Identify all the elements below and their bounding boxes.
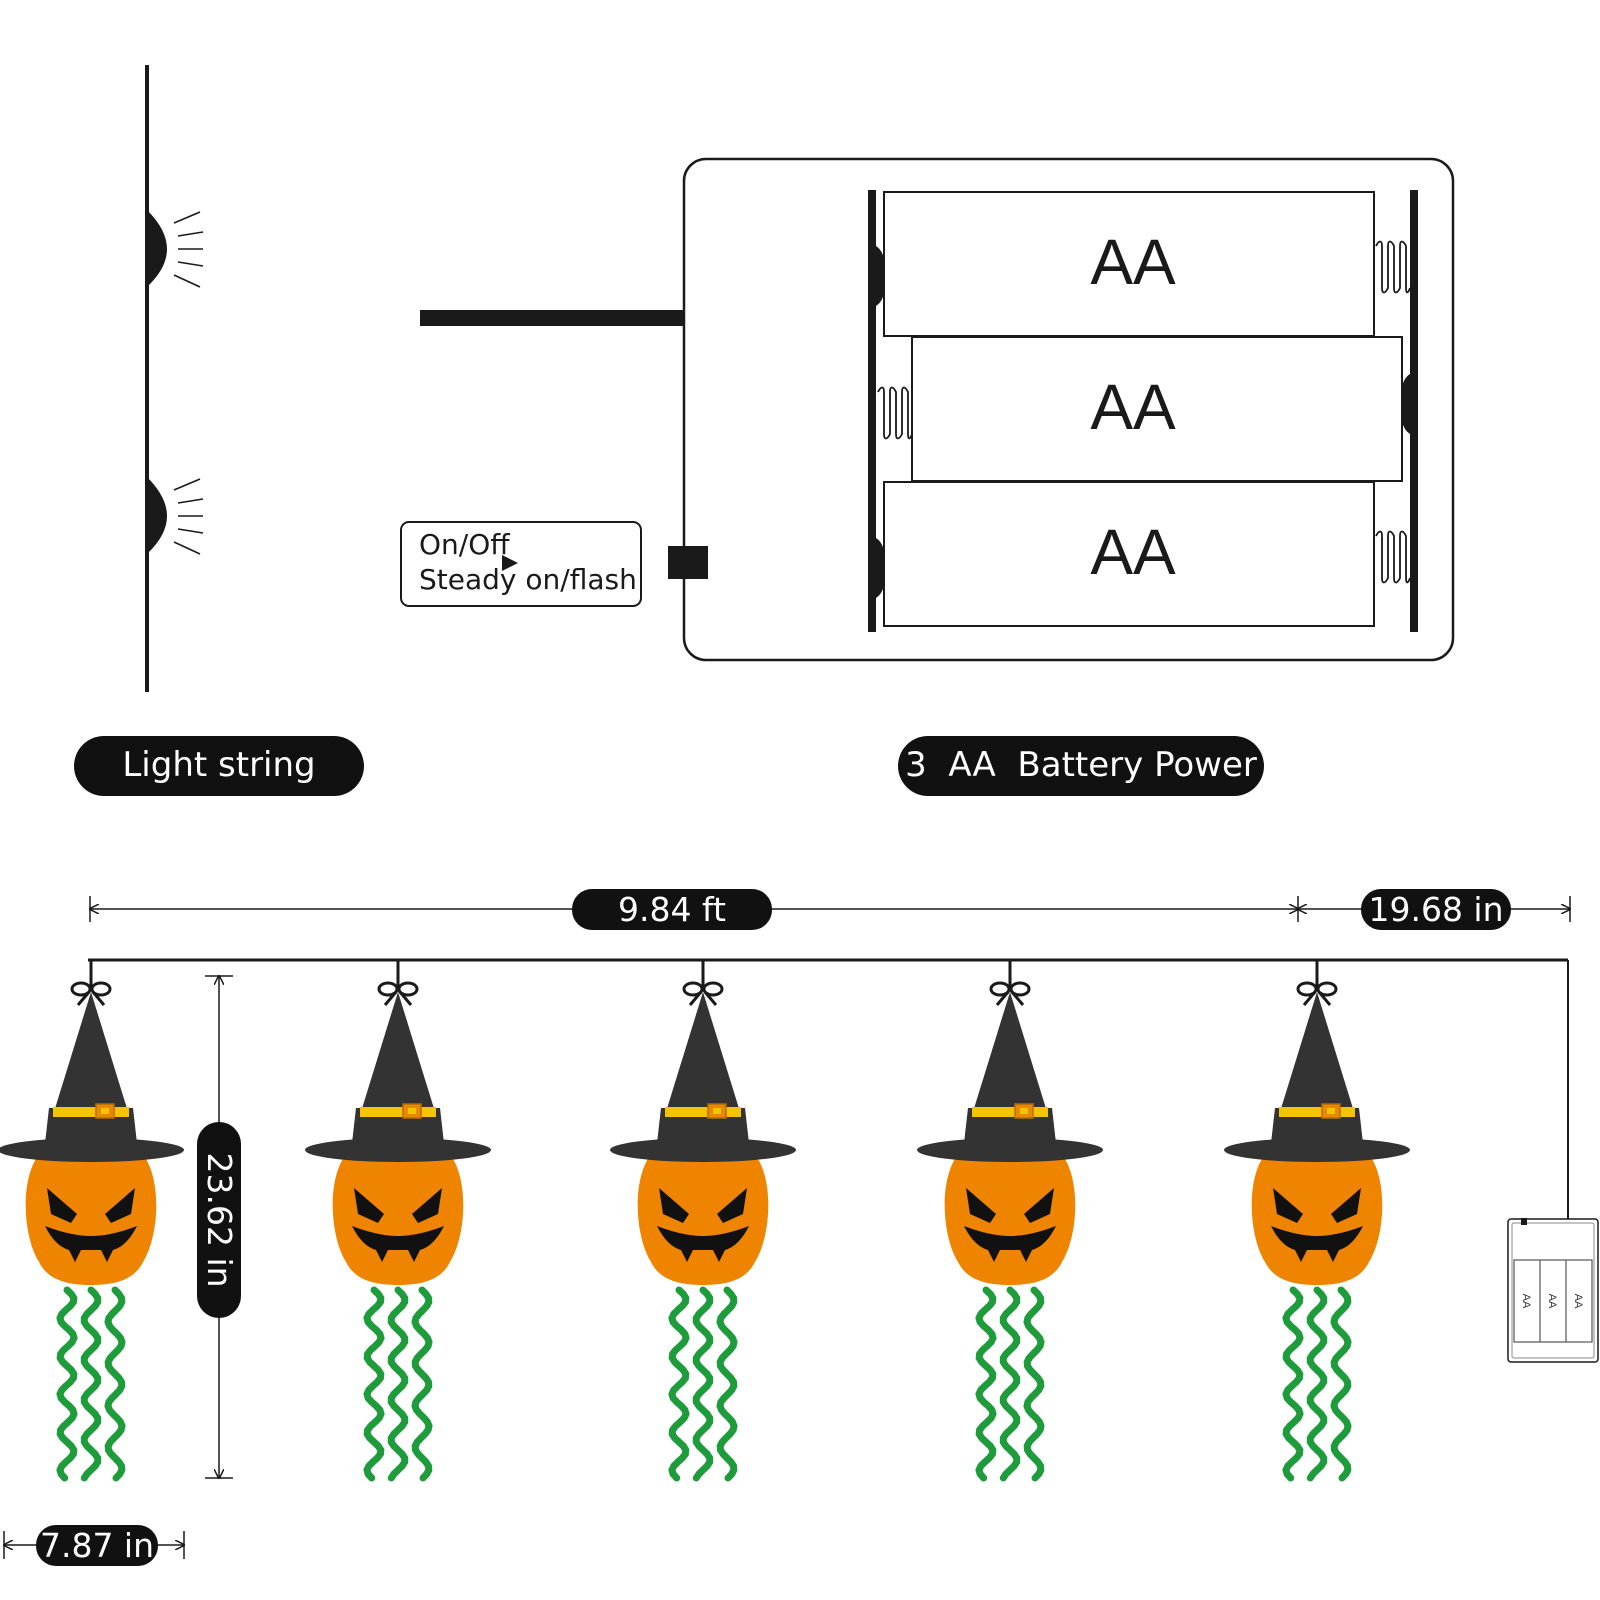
pumpkin-face-icon xyxy=(1271,1188,1363,1262)
led-bulb-icon xyxy=(147,477,204,555)
bow-icon xyxy=(989,981,1031,1006)
pumpkin-face-icon xyxy=(45,1188,137,1262)
battery-power-caption: 3 AA Battery Power xyxy=(898,736,1264,796)
witch-hat-icon xyxy=(1224,992,1410,1162)
battery-label: AA xyxy=(1090,516,1176,588)
battery-label: AA xyxy=(1090,371,1176,443)
switch-label-mode: Steady on/flash xyxy=(419,563,637,596)
small-battery-box: AA AA AA xyxy=(1507,1218,1599,1363)
switch-label-onoff: On/Off xyxy=(419,528,510,561)
pumpkin-face-icon xyxy=(964,1188,1056,1262)
light-string-illustration xyxy=(145,65,204,692)
pumpkin-lantern xyxy=(610,960,796,1482)
svg-text:9.84 ft: 9.84 ft xyxy=(618,890,726,929)
tentacle-streamers xyxy=(363,1286,433,1482)
switch-button xyxy=(668,546,708,579)
light-string-caption: Light string xyxy=(74,736,364,796)
pumpkin-body xyxy=(1251,1143,1383,1285)
bow-icon xyxy=(682,981,724,1006)
pumpkin-lantern xyxy=(0,960,184,1482)
battery-box-illustration: AA AA AA xyxy=(420,157,1455,662)
small-battery-label: AA xyxy=(1572,1294,1584,1309)
svg-text:19.68 in: 19.68 in xyxy=(1368,890,1503,929)
bow-icon xyxy=(377,981,419,1006)
battery-label: AA xyxy=(1090,226,1176,298)
bow-icon xyxy=(1296,981,1338,1006)
svg-text:23.62 in: 23.62 in xyxy=(200,1152,239,1287)
dimension-total-length: 9.84 ft xyxy=(90,889,1298,930)
svg-text:3 AA Battery Power: 3 AA Battery Power xyxy=(905,745,1257,785)
small-battery-label: AA xyxy=(1546,1294,1558,1309)
hanging-string xyxy=(88,958,1569,1223)
arrow-icon xyxy=(502,555,518,571)
pumpkin-body xyxy=(944,1143,1076,1285)
pumpkin-body xyxy=(332,1143,464,1285)
pumpkin-lantern xyxy=(917,960,1103,1482)
dimension-lead-wire: 19.68 in xyxy=(1298,889,1570,930)
svg-text:7.87 in: 7.87 in xyxy=(40,1526,154,1565)
pumpkin-face-icon xyxy=(657,1188,749,1262)
tentacle-streamers xyxy=(1282,1286,1352,1482)
tentacle-streamers xyxy=(668,1286,738,1482)
witch-hat-icon xyxy=(0,992,184,1162)
witch-hat-icon xyxy=(917,992,1103,1162)
dimension-drop-height: 23.62 in xyxy=(197,976,241,1478)
switch-callout: On/Off Steady on/flash xyxy=(400,521,642,607)
pumpkin-face-icon xyxy=(352,1188,444,1262)
pumpkin-body xyxy=(637,1143,769,1285)
small-battery-label: AA xyxy=(1520,1294,1532,1309)
witch-hat-icon xyxy=(610,992,796,1162)
witch-hat-icon xyxy=(305,992,491,1162)
pumpkin-body xyxy=(25,1143,157,1285)
pumpkin-lanterns xyxy=(0,960,1410,1482)
battery-cell xyxy=(883,481,1375,627)
spring-icon xyxy=(877,240,1411,584)
pumpkin-lantern xyxy=(305,960,491,1482)
dimension-spacing: 7.87 in xyxy=(4,1525,184,1566)
pumpkin-lantern xyxy=(1224,960,1410,1482)
tentacle-streamers xyxy=(56,1286,126,1482)
svg-text:Light string: Light string xyxy=(122,745,315,785)
battery-cell xyxy=(911,336,1403,482)
tentacle-streamers xyxy=(975,1286,1045,1482)
led-bulb-icon xyxy=(147,210,204,288)
bow-icon xyxy=(70,981,112,1006)
